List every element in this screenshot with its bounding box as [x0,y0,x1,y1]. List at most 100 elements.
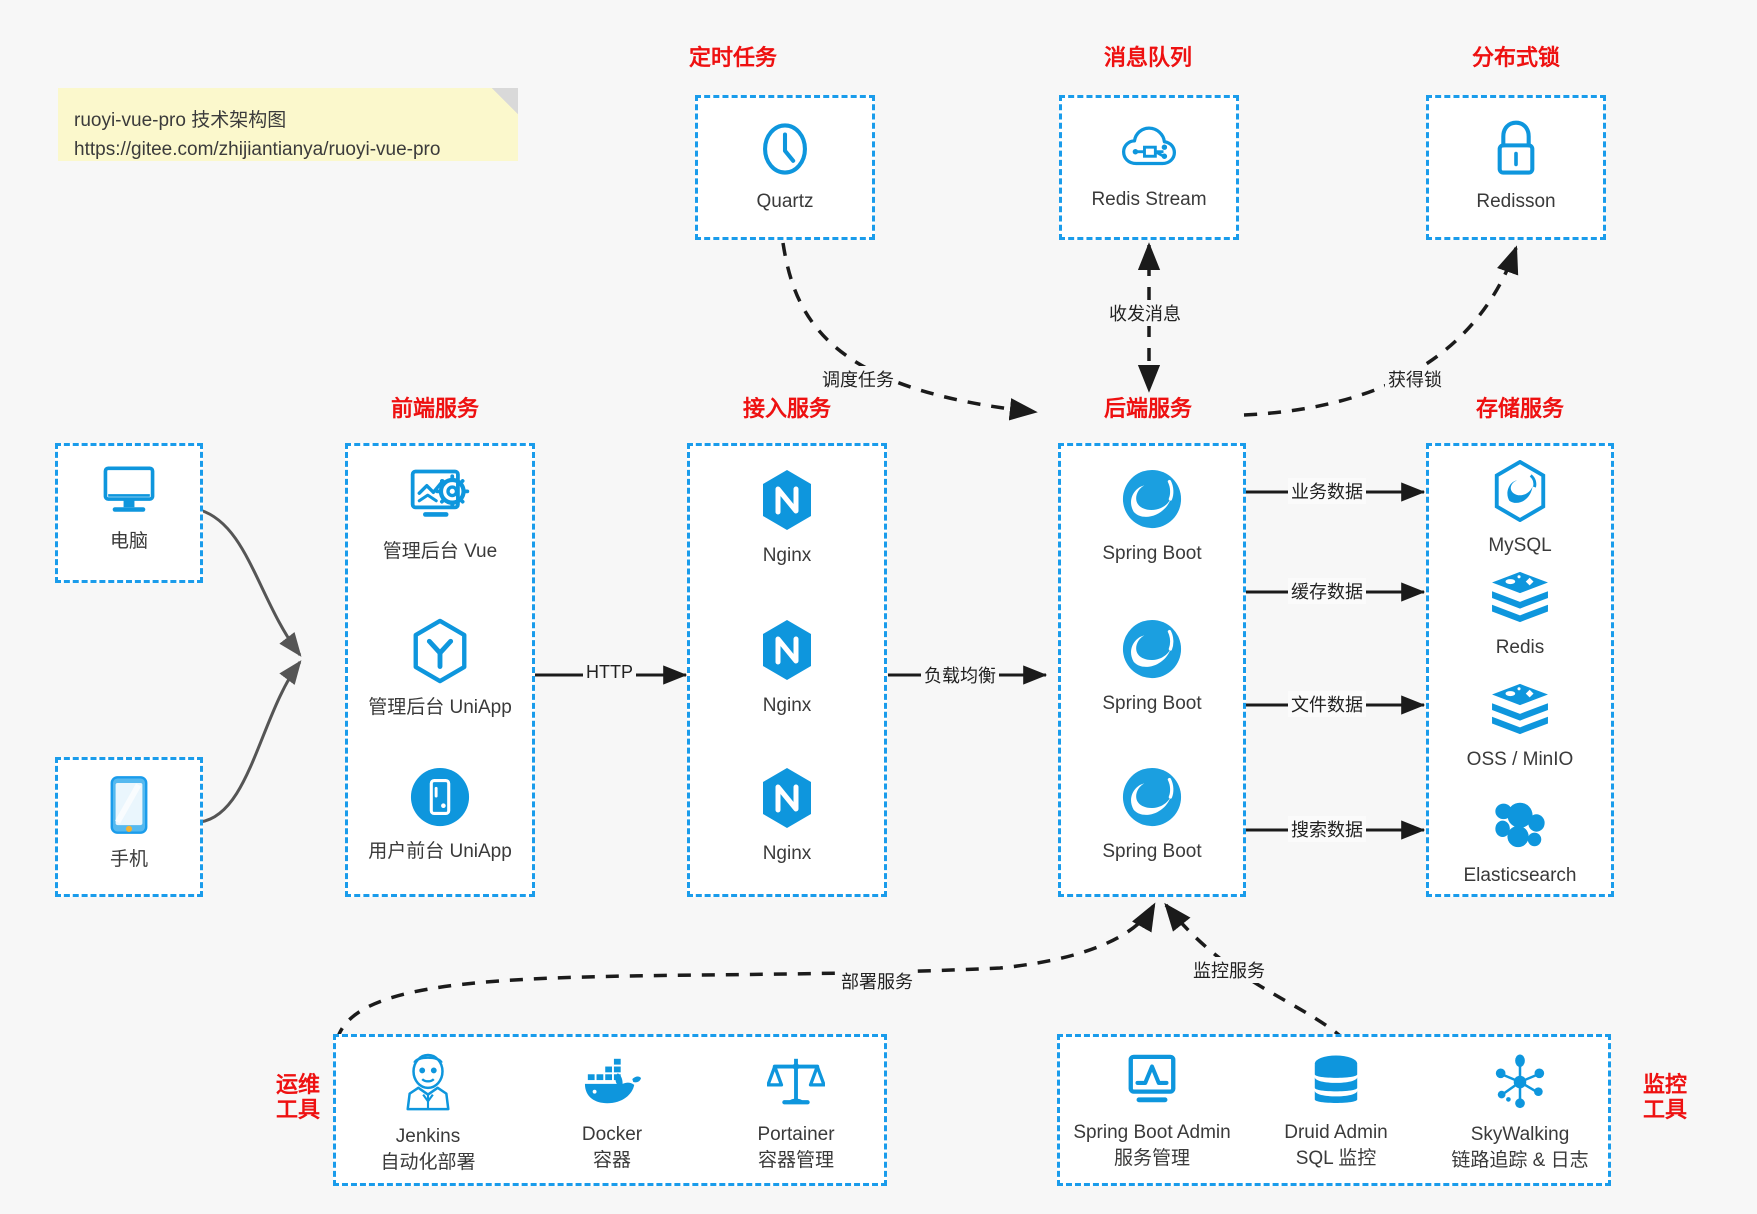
nginx-icon [758,468,816,532]
node-redis-stream[interactable]: Redis Stream [1062,122,1236,213]
node-label: OSS / MinIO [1466,749,1574,770]
note-title: ruoyi-vue-pro 技术架构图 [74,110,287,131]
node-label: Nginx [762,695,812,716]
node-spring-boot-3[interactable]: Spring Boot [1061,766,1243,865]
group-box-monitoring: Spring Boot Admin 服务管理 Druid Admin SQL 监… [1057,1034,1611,1186]
node-label: Quartz [756,191,814,212]
spring-boot-icon [1121,468,1183,530]
monitoring-title-line1: 监控 [1642,1072,1687,1097]
edge-label-schedule-task: 调度任务 [819,366,897,392]
edge-backend-to-lock [1244,245,1519,415]
node-elasticsearch[interactable]: Elasticsearch [1429,794,1611,889]
node-label: 管理后台 Vue [382,541,498,562]
nginx-icon [758,618,816,682]
node-pc[interactable]: 电脑 [58,462,200,555]
group-box-storage: MySQL Redis [1426,443,1614,897]
node-label: Docker [581,1124,643,1145]
node-mobile[interactable]: 手机 [58,774,200,873]
group-title-frontend: 前端服务 [390,396,479,421]
node-label: SkyWalking [1470,1124,1570,1145]
node-label: Nginx [762,545,812,566]
skywalking-node-icon [1491,1053,1549,1111]
mysql-dolphin-icon [1491,459,1549,523]
edge-label-cache-data: 缓存数据 [1288,578,1366,604]
edge-label-file-data: 文件数据 [1288,691,1366,717]
node-label: Redis [1495,637,1545,658]
node-sublabel: 容器管理 [757,1149,834,1171]
group-title-storage: 存储服务 [1475,396,1564,421]
node-mysql[interactable]: MySQL [1429,459,1611,559]
mobile-circle-icon [409,766,471,828]
group-title-backend: 后端服务 [1103,396,1192,421]
group-box-gateway: Nginx Nginx Nginx [687,443,887,897]
node-label: 电脑 [109,531,148,552]
node-sublabel: 自动化部署 [380,1151,476,1173]
spring-boot-icon [1121,766,1183,828]
node-sublabel: SQL 监控 [1295,1147,1377,1169]
group-title-devops: 运维 工具 [258,1072,338,1123]
monitoring-title-line2: 工具 [1642,1097,1687,1123]
node-sublabel: 链路追踪 & 日志 [1451,1149,1589,1171]
edge-label-message-exchange: 收发消息 [1106,300,1184,326]
redis-stack-icon [1489,682,1551,736]
spring-boot-icon [1121,618,1183,680]
group-box-client-pc: 电脑 [55,443,203,583]
node-portainer[interactable]: Portainer 容器管理 [704,1053,888,1173]
edge-label-business-data: 业务数据 [1288,478,1366,504]
group-box-client-mobile: 手机 [55,757,203,897]
node-redis[interactable]: Redis [1429,570,1611,661]
nginx-icon [758,766,816,830]
edge-label-monitor-service: 监控服务 [1190,957,1268,983]
node-spring-boot-2[interactable]: Spring Boot [1061,618,1243,717]
node-redisson[interactable]: Redisson [1429,120,1603,215]
edge-label-acquire-lock: 获得锁 [1385,366,1445,392]
node-quartz[interactable]: Quartz [698,120,872,215]
node-docker[interactable]: Docker 容器 [520,1053,704,1173]
group-box-devops: Jenkins 自动化部署 Docker 容器 [333,1034,887,1186]
edge-mobile-to-frontend [200,660,302,822]
node-sublabel: 容器 [592,1149,631,1171]
scales-balance-icon [766,1053,826,1111]
node-nginx-3[interactable]: Nginx [690,766,884,867]
node-oss-minio[interactable]: OSS / MinIO [1429,682,1611,773]
node-nginx-1[interactable]: Nginx [690,468,884,569]
node-label: Spring Boot [1102,693,1202,714]
node-label: Redis Stream [1091,189,1207,210]
group-box-frontend: 管理后台 Vue 管理后台 UniApp 用户前台 [345,443,535,897]
node-label: 用户前台 UniApp [368,841,512,862]
node-label: Druid Admin [1284,1122,1388,1143]
edge-label-load-balance: 负载均衡 [921,662,999,688]
monitor-chart-icon [1123,1053,1181,1109]
group-title-distributed-lock: 分布式锁 [1471,45,1560,70]
node-admin-vue[interactable]: 管理后台 Vue [348,466,532,565]
devops-title-line1: 运维 [275,1072,320,1097]
edge-label-search-data: 搜索数据 [1288,816,1366,842]
node-druid-admin[interactable]: Druid Admin SQL 监控 [1244,1053,1428,1171]
node-user-uniapp[interactable]: 用户前台 UniApp [348,766,532,865]
lock-icon [1490,120,1542,178]
node-label: MySQL [1488,535,1552,556]
node-nginx-2[interactable]: Nginx [690,618,884,719]
node-label: Redisson [1476,191,1556,212]
node-spring-boot-admin[interactable]: Spring Boot Admin 服务管理 [1060,1053,1244,1171]
node-label: Elasticsearch [1463,865,1577,886]
clock-icon [756,120,814,178]
database-cylinder-icon [1309,1053,1363,1109]
note-url: https://gitee.com/zhijiantianya/ruoyi-vu… [74,139,441,161]
node-jenkins[interactable]: Jenkins 自动化部署 [336,1053,520,1175]
group-title-message-queue: 消息队列 [1103,45,1192,70]
group-box-scheduled-task: Quartz [695,95,875,240]
dashboard-gear-icon [407,466,473,528]
node-label: Spring Boot [1102,841,1202,862]
group-title-monitoring: 监控 工具 [1625,1072,1705,1123]
note-fold-corner [492,88,518,114]
node-label: Jenkins [395,1126,461,1147]
node-skywalking[interactable]: SkyWalking 链路追踪 & 日志 [1428,1053,1612,1173]
node-label: 管理后台 UniApp [368,697,512,718]
devops-title-line2: 工具 [275,1097,320,1123]
node-admin-uniapp[interactable]: 管理后台 UniApp [348,618,532,721]
node-spring-boot-1[interactable]: Spring Boot [1061,468,1243,567]
group-title-gateway: 接入服务 [742,396,831,421]
edge-label-http: HTTP [583,662,636,683]
redis-stack-icon [1489,570,1551,624]
